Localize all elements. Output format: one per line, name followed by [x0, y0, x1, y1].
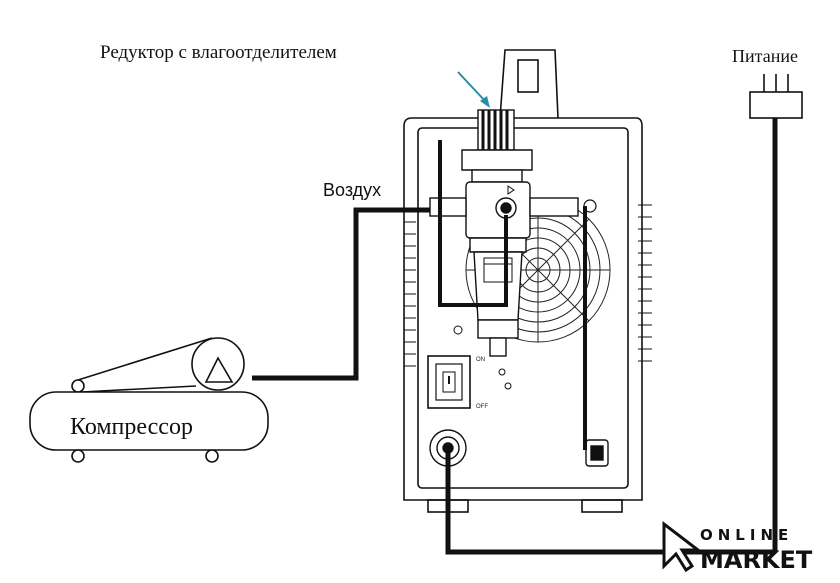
filter-bowl [473, 251, 523, 321]
air-regulator [429, 109, 597, 357]
internal-hose [438, 140, 508, 307]
switch-on-label: ON [476, 357, 485, 363]
front-panel [417, 127, 629, 489]
compressor-tank [29, 391, 269, 451]
cursor-icon [662, 520, 703, 573]
unit-body [403, 117, 643, 501]
heatsink-left [404, 209, 416, 367]
outlet-fitting [529, 197, 579, 217]
reducer-pointer [457, 71, 490, 108]
power-plug [749, 74, 803, 119]
unit-foot-right [581, 499, 623, 513]
logo-line-1: ONLINE [700, 526, 793, 544]
ground-connector [585, 439, 609, 467]
air-label: Воздух [323, 180, 381, 200]
switch-off-label: OFF [476, 404, 488, 410]
logo-line-2: MARKET [700, 546, 813, 574]
compressor-label: Компрессор [70, 414, 193, 440]
power-switch-assembly [427, 355, 512, 409]
air-hose [252, 207, 430, 381]
reducer-label: Редуктор с влагоотделителем [100, 42, 337, 63]
heatsink-right [638, 204, 652, 362]
plug-body [749, 91, 803, 119]
handle-slot [517, 59, 539, 93]
welder-unit [403, 49, 652, 513]
inlet-fitting [429, 197, 467, 217]
compressor [29, 337, 269, 463]
power-label: Питание [732, 46, 798, 66]
onlinemarket-logo: ONLINE MARKET [662, 520, 813, 574]
torch-connector [429, 429, 467, 467]
drain-valve[interactable] [489, 337, 507, 357]
unit-handle [499, 49, 559, 119]
power-switch[interactable] [435, 363, 463, 401]
